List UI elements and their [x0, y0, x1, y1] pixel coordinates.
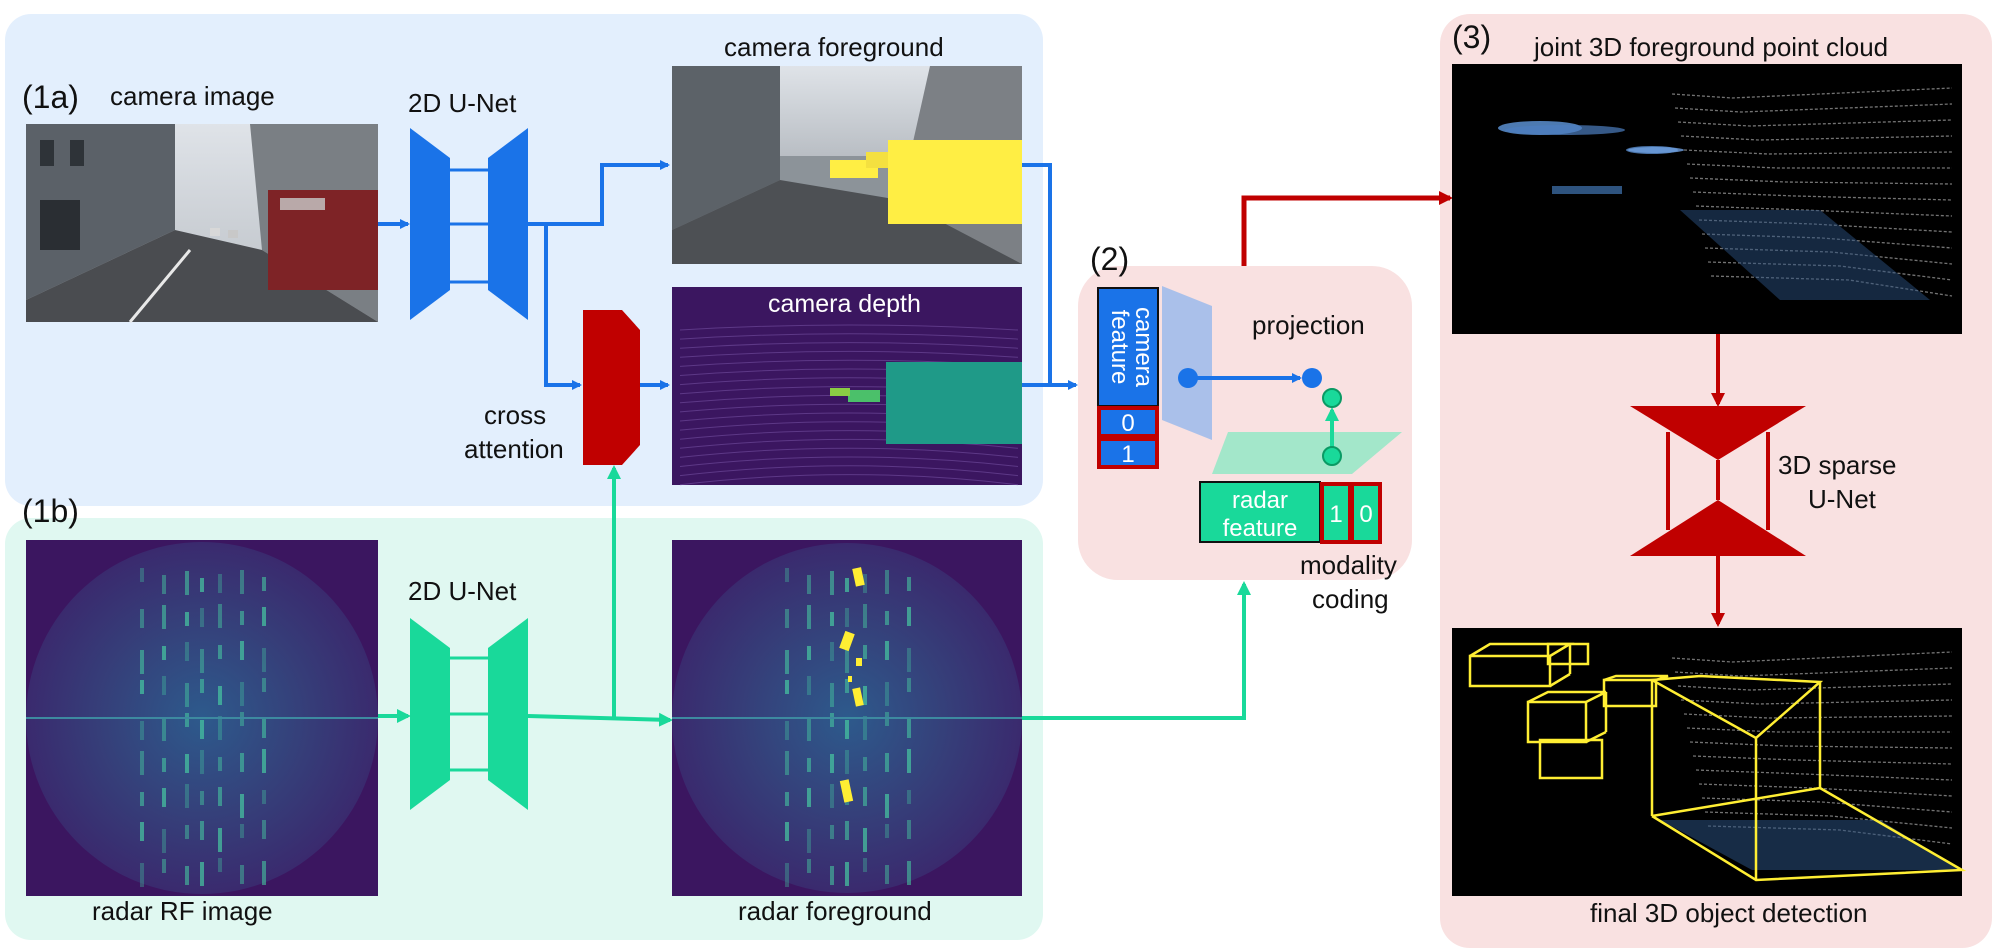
bounding-box — [1602, 678, 1658, 708]
camera-depth-image — [672, 287, 1022, 486]
radar-detection-mark — [856, 658, 862, 666]
section-tag-3: (3) — [1452, 19, 1491, 55]
cross-attention-label-2: attention — [464, 434, 564, 464]
camera-code-box-b — [1097, 437, 1159, 469]
detection-label: final 3D object detection — [1590, 898, 1868, 928]
arrow-unet-to-radar-foreground — [527, 712, 673, 727]
section-tag-1b: (1b) — [22, 493, 79, 529]
bounding-box — [1546, 642, 1590, 666]
projection-plane-camera — [1162, 286, 1212, 440]
radar-detection-mark — [839, 779, 854, 803]
radar-code-a: 1 — [1329, 501, 1342, 528]
arrow-fusion-to-point-cloud — [1241, 191, 1453, 266]
projection-label: projection — [1252, 310, 1365, 340]
camera-foreground-image — [672, 66, 1022, 264]
radar-feature-box — [1199, 481, 1321, 543]
point-cloud-image — [1452, 64, 1962, 334]
camera-image — [26, 124, 378, 323]
camera-point-projected — [1302, 368, 1322, 388]
section-tag-1a: (1a) — [22, 79, 79, 115]
camera-depth-label: camera depth — [768, 290, 921, 318]
camera-feature-label-2: feature — [1106, 310, 1133, 385]
cross-attention-label-1: cross — [484, 400, 546, 430]
radar-feature-label-2: feature — [1223, 515, 1298, 542]
radar-detection-mark — [839, 630, 855, 652]
section-tag-2: (2) — [1090, 241, 1129, 277]
radar-detection-mark — [852, 567, 865, 587]
camera-unet — [410, 128, 528, 320]
radar-foreground-label: radar foreground — [738, 896, 932, 926]
camera-code-box-a — [1097, 406, 1159, 438]
radar-point-projected — [1322, 388, 1342, 408]
radar-foreground-image — [672, 540, 1022, 896]
camera-image-label: camera image — [110, 81, 275, 111]
modality-coding-label-2: coding — [1312, 584, 1389, 614]
bounding-box — [1538, 738, 1604, 780]
radar-unet — [410, 618, 528, 810]
detection-image — [1452, 628, 1967, 896]
arrow-foreground-to-fusion — [1022, 163, 1078, 390]
point-cloud-label: joint 3D foreground point cloud — [1533, 32, 1888, 62]
cross-attention-block — [583, 310, 640, 465]
modality-coding-label-1: modality — [1300, 550, 1397, 580]
radar-feature-label-1: radar — [1232, 487, 1288, 514]
camera-point-start — [1178, 368, 1198, 388]
radar-rf-label: radar RF image — [92, 896, 273, 926]
car-mask — [888, 140, 1022, 224]
depth-car-block — [886, 362, 1022, 444]
camera-feature-label-1: camera — [1130, 307, 1157, 388]
camera-foreground-label: camera foreground — [724, 32, 944, 62]
camera-code-a: 0 — [1121, 410, 1134, 437]
radar-detection-mark — [852, 687, 864, 707]
radar-rf-image — [26, 540, 378, 896]
arrow-radar-fg-to-fusion — [1022, 581, 1251, 720]
camera-unet-label: 2D U-Net — [408, 88, 517, 118]
arrow-unet-to-attention — [544, 224, 582, 390]
radar-point-start — [1322, 446, 1342, 466]
arrow-unet-to-foreground — [528, 160, 670, 226]
radar-unet-label: 2D U-Net — [408, 576, 517, 606]
sparse-unet-label-2: U-Net — [1808, 484, 1877, 514]
sparse-unet — [1630, 406, 1806, 556]
bounding-box — [1526, 700, 1588, 744]
projection-plane-radar — [1212, 432, 1402, 474]
radar-detection-mark — [848, 676, 852, 682]
camera-feature-box — [1097, 287, 1159, 407]
camera-code-b: 1 — [1121, 441, 1134, 468]
radar-code-box-a — [1320, 482, 1352, 544]
bounding-box — [1468, 654, 1552, 688]
sparse-unet-label-1: 3D sparse — [1778, 450, 1897, 480]
radar-code-b: 0 — [1359, 501, 1372, 528]
radar-code-box-b — [1350, 482, 1382, 544]
